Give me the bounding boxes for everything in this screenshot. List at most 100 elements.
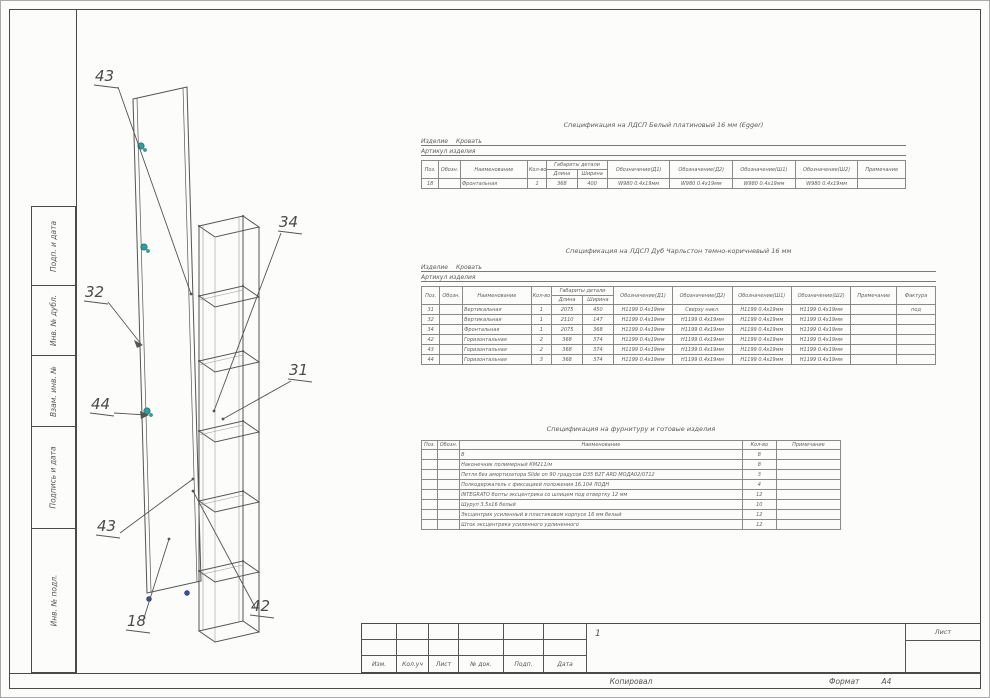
sheet-border: [9, 9, 981, 689]
spec-header-cell: Наименование: [462, 286, 532, 305]
spec-header-cell: Обозначение(Д2): [672, 286, 733, 305]
spec-header-cell: Длина: [546, 169, 578, 179]
spec-cell: [437, 499, 461, 510]
title-block-cell: [429, 624, 459, 640]
spec-cell: H1199 0.4х19мм: [672, 334, 733, 345]
spec-cell: 400: [576, 178, 608, 189]
shelf: [197, 420, 261, 443]
spec-cell: 32: [420, 314, 441, 325]
spec-cell: INTEGRATO болты эксцентрика со шлицем по…: [459, 489, 743, 500]
title-block-sheet-box: Лист: [905, 624, 980, 672]
spec-cell: 1: [526, 178, 548, 189]
spec-row: Эксцентрик усиленный в пластиковом корпу…: [420, 509, 842, 520]
spec-cell: H1199 0.4х19мм: [790, 354, 852, 365]
callout-label: 34: [279, 213, 298, 231]
spec-cell: H1199 0.4х19мм: [790, 324, 852, 335]
callout-44: [89, 412, 148, 417]
spec-cell: [850, 354, 898, 365]
spec-cell: [850, 304, 898, 315]
spec-cell: H1199 0.4х19мм: [612, 334, 674, 345]
spec-title: Спецификация на фурнитуру и готовые изде…: [546, 425, 716, 433]
title-block-cell: [459, 640, 504, 656]
spec-header-cell: Длина: [551, 295, 583, 305]
spec-cell: [420, 499, 439, 510]
spec-cell: Вертикальная: [462, 314, 532, 325]
article-line: Артикул изделия: [421, 146, 906, 156]
spec-cell: [437, 469, 461, 480]
spec-cell: Вертикальная: [462, 304, 532, 315]
spec-cell: [896, 324, 936, 335]
bottom-panel: [197, 620, 261, 643]
spec-cell: [439, 344, 464, 355]
cabinet-isometric-drawing: 43 34 32 31 44 43 42 18: [83, 67, 313, 643]
article-label: Артикул изделия: [421, 274, 476, 281]
stamp-label: Инв. № подл.: [49, 574, 58, 627]
title-block-col-koluch: Кол.уч: [397, 656, 429, 672]
callout-label: 44: [91, 395, 110, 413]
spec-header-cell: Поз.: [420, 440, 439, 450]
sheet-label: Лист: [906, 624, 980, 641]
spec-cell: [420, 519, 439, 530]
spec-header-cell: Примечание: [857, 160, 906, 179]
product-value: Кровать: [455, 138, 482, 145]
spec-cell: Петля без амортизатора Slide on 90 граду…: [459, 469, 743, 480]
spec-header-cell: Поз.: [420, 286, 441, 305]
spec-cell: H1199 0.4х19мм: [672, 314, 733, 325]
spec-cell: [896, 344, 936, 355]
spec-header-cell: Обозначение(Ш2): [790, 286, 852, 305]
spec-cell: 12: [741, 519, 777, 530]
title-block-cell: [544, 624, 587, 640]
callout-label: 42: [251, 597, 270, 615]
callout-43-bottom: [95, 478, 194, 539]
spec-title: Спецификация на ЛДСП Дуб Чарльстон темно…: [565, 247, 792, 255]
spec-cell: [850, 334, 898, 345]
spec-header-cell: Кол-во: [530, 286, 553, 305]
spec-table-dark-ldsp: Спецификация на ЛДСП Дуб Чарльстон темно…: [420, 247, 936, 365]
spec-table-white-ldsp: Спецификация на ЛДСП Белый платиновый 16…: [420, 121, 906, 189]
product-line: Изделие Кровать: [421, 262, 936, 272]
spec-cell: H1199 0.4х19мм: [731, 354, 793, 365]
spec-cell: W980 0.4х19мм: [732, 178, 796, 189]
spec-cell: 1: [530, 324, 553, 335]
frame-left-line: [76, 9, 77, 673]
cabinet-carcass: [197, 215, 261, 643]
spec-cell: 10: [741, 499, 777, 510]
spec-cell: H1199 0.4х19мм: [612, 344, 674, 355]
title-block-cell: [397, 624, 429, 640]
callout-43-top: [93, 84, 192, 295]
format-label: Формат: [829, 677, 860, 686]
spec-cell: [775, 489, 842, 500]
spec-header-cell: Кол-во: [741, 440, 777, 450]
spec-table-hardware: Спецификация на фурнитуру и готовые изде…: [420, 425, 842, 530]
stamp-seg-podp-data: Подп. и дата: [32, 207, 75, 286]
spec-cell: 1: [530, 314, 553, 325]
spec-cell: [420, 449, 439, 460]
spec-cell: H1199 0.4х19мм: [731, 314, 793, 325]
callout-label: 31: [289, 361, 308, 379]
page-number: 1: [595, 629, 601, 639]
spec-header-cell: Наименование: [459, 440, 743, 450]
callout-32: [83, 300, 142, 345]
spec-header-cell: Обозн.: [439, 286, 464, 305]
stamp-label: Подпись и дата: [49, 446, 58, 509]
spec-cell: 3: [741, 469, 777, 480]
callout-label: 18: [127, 612, 146, 630]
spec-cell: [775, 479, 842, 490]
spec-cell: H1199 0.4х19мм: [790, 304, 852, 315]
spec-cell: [420, 469, 439, 480]
frame-bottom-line: [9, 673, 981, 674]
title-block-col-izm: Изм.: [362, 656, 397, 672]
spec-row: INTEGRATO болты эксцентрика со шлицем по…: [420, 489, 842, 500]
spec-cell: [439, 324, 464, 335]
spec-header-cell: Обозначение(Д1): [606, 160, 671, 179]
spec-cell: Сверху накл.: [672, 304, 733, 315]
spec-cell: H1199 0.4х19мм: [612, 324, 674, 335]
